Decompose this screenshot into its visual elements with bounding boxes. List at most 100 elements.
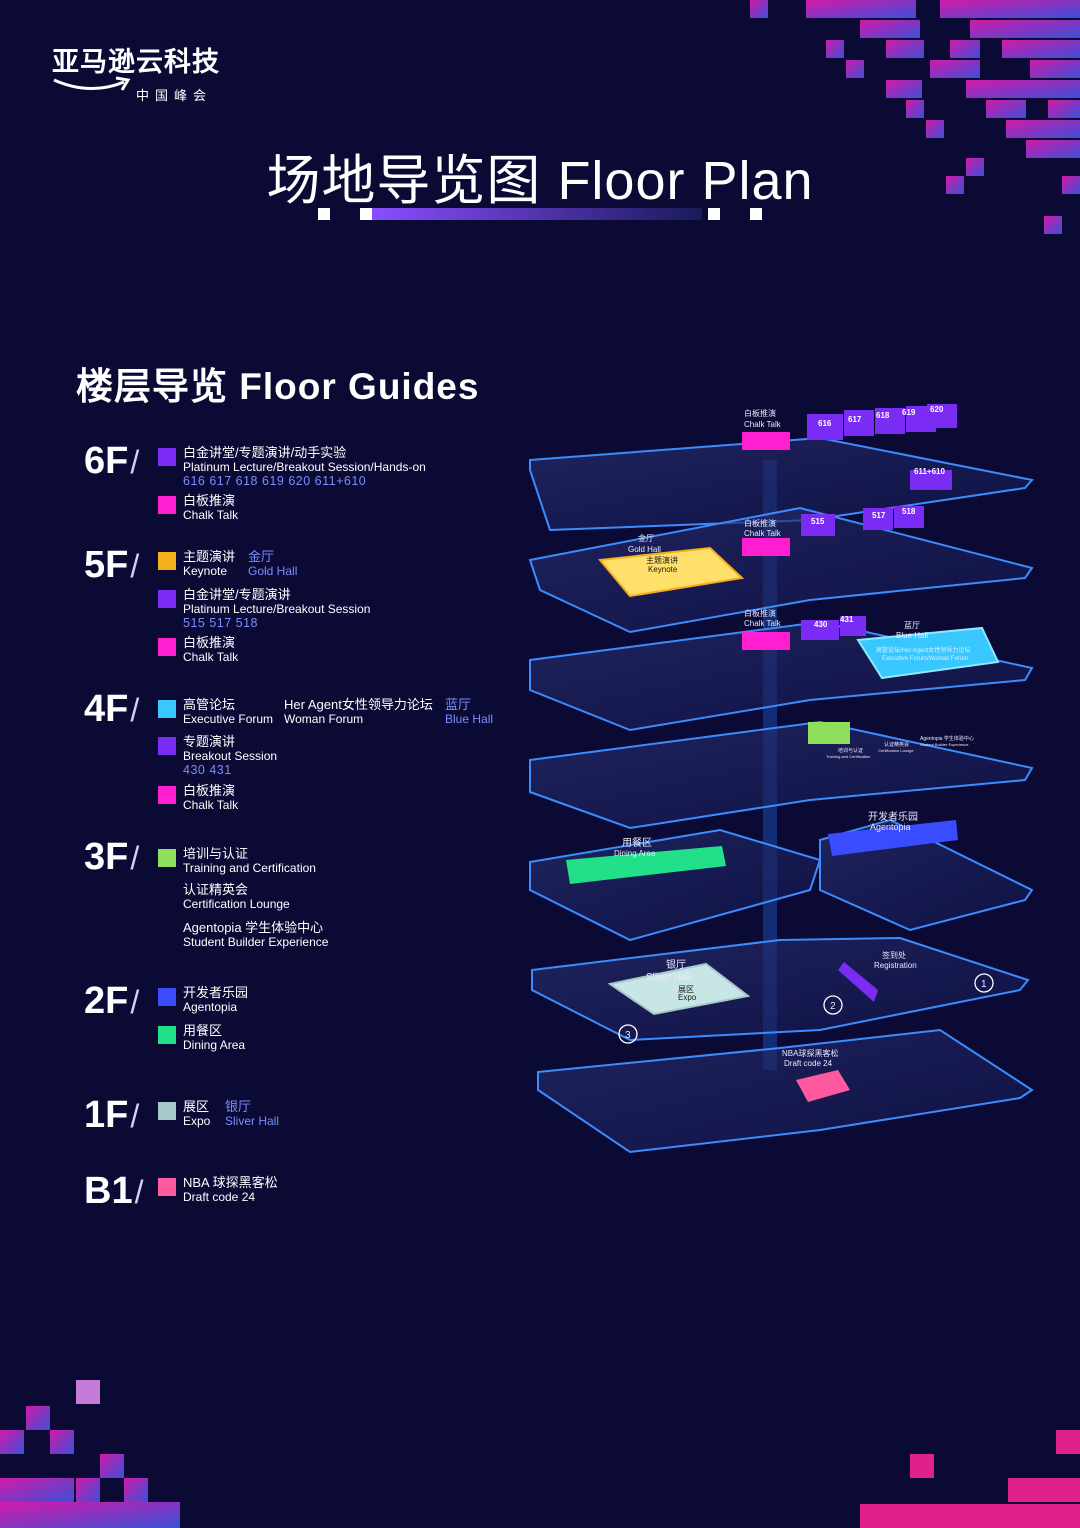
map-label: Dining Area — [614, 849, 656, 858]
legend-cn: 白金讲堂/专题演讲 — [183, 587, 291, 602]
legend-en: Agentopia — [183, 1000, 238, 1014]
slash-divider: / — [130, 840, 140, 876]
floor-3f-text: 3F — [84, 836, 129, 878]
forum-en: Woman Forum — [284, 712, 364, 726]
legend-cn: 展区 — [183, 1099, 210, 1114]
legend-en: Expo — [183, 1114, 211, 1128]
map-label: Expo — [678, 993, 697, 1002]
map-label: Agentopia — [870, 822, 911, 832]
floor-1f-text: 1F — [84, 1094, 129, 1136]
legend-en: Training and Certification — [183, 861, 316, 875]
room-label: 616 — [818, 419, 832, 428]
map-label: 用餐区 — [622, 836, 652, 849]
map-label: Training and Certification — [826, 754, 870, 759]
map-label: Keynote — [648, 565, 678, 574]
legend-en: Platinum Lecture/Breakout Session/Hands-… — [183, 460, 426, 474]
legend-cn: NBA 球探黑客松 — [183, 1175, 278, 1190]
room-617 — [844, 410, 874, 436]
map-label: Blue Hall — [896, 631, 928, 640]
magenta-swatch — [158, 638, 176, 656]
legend-cn: 白板推演 — [183, 635, 236, 650]
pixel-decoration-bottom-left — [0, 1380, 180, 1528]
map-label: Gold Hall — [628, 545, 661, 554]
magenta-swatch — [158, 496, 176, 514]
floor-1f-label: 1F/ — [84, 1094, 139, 1137]
hall-cn: 金厅 — [248, 549, 275, 564]
entrance-number: 1 — [981, 979, 987, 990]
pink-swatch — [158, 1178, 176, 1196]
room-5f-keynote-gold-hall — [598, 546, 745, 598]
legend-cn: 用餐区 — [183, 1023, 223, 1038]
room-4f-exec-blue-hall — [856, 626, 1000, 680]
map-label: Chalk Talk — [744, 529, 782, 538]
legend-en: Student Builder Experience — [183, 935, 329, 949]
blue-swatch — [158, 988, 176, 1006]
floor-guides-title: 楼层导览 Floor Guides — [76, 366, 480, 407]
map-label: 金厅 — [638, 533, 654, 543]
purple-swatch — [158, 448, 176, 466]
slash-divider: / — [130, 548, 140, 584]
map-label: 培训与认证 — [838, 747, 863, 754]
floor-plate-b1 — [537, 1028, 1034, 1154]
map-label: Chalk Talk — [744, 619, 782, 628]
room-4f-chalk — [742, 632, 790, 650]
map-label: 主题演讲 — [646, 555, 678, 565]
map-label: 蓝厅 — [904, 620, 920, 630]
room-430 — [801, 620, 839, 640]
room-label: 617 — [848, 415, 862, 424]
purple-swatch — [158, 590, 176, 608]
legend-cn: 专题演讲 — [183, 734, 236, 749]
title-underline-decoration — [318, 208, 762, 220]
map-label: Registration — [874, 961, 917, 970]
map-label: 白板推演 — [744, 608, 776, 618]
hall-en: Blue Hall — [445, 712, 494, 726]
slash-divider: / — [130, 984, 140, 1020]
floor-plate-6f — [529, 436, 1034, 532]
room-label: 431 — [840, 615, 854, 624]
map-label: Student Builder Experience — [920, 742, 969, 747]
floor-plate-1f — [531, 936, 1030, 1042]
room-518 — [894, 506, 924, 528]
legend-cn: 白板推演 — [183, 783, 236, 798]
legend-cn: 白金讲堂/专题演讲/动手实验 — [183, 445, 347, 460]
silver-swatch — [158, 1102, 176, 1120]
room-2f-agentopia — [828, 820, 958, 856]
floor-2f-text: 2F — [84, 980, 129, 1022]
room-label: 430 — [814, 620, 828, 629]
slash-divider: / — [134, 1174, 144, 1210]
room-3f-training — [808, 722, 850, 744]
hall-cn: 银厅 — [225, 1099, 252, 1114]
room-620 — [927, 404, 957, 428]
forum-cn: Her Agent女性领导力论坛 — [284, 697, 433, 712]
map-label: Executive Forum/Woman Forum — [882, 656, 968, 662]
map-label: 银厅 — [666, 958, 686, 971]
legend-cn: 认证精英会 — [183, 882, 249, 897]
map-label: 白板推演 — [744, 518, 776, 528]
room-618 — [875, 408, 905, 434]
floor-b1-text: B1 — [84, 1170, 133, 1212]
hall-cn: 蓝厅 — [445, 697, 472, 712]
legend-en: Platinum Lecture/Breakout Session — [183, 602, 371, 616]
gold-swatch — [158, 552, 176, 570]
registration-desk — [838, 962, 878, 1002]
brand-logo: 亚马逊云科技 中国峰会 — [52, 40, 220, 104]
floor-5f-label: 5F/ — [84, 544, 139, 587]
floor-5f-text: 5F — [84, 544, 129, 586]
room-label: 517 — [872, 511, 886, 520]
entrance-3-icon — [618, 1024, 638, 1044]
legend-cn: 白板推演 — [183, 493, 236, 508]
map-label: Certification Lounge — [878, 748, 914, 753]
slash-divider: / — [130, 1098, 140, 1134]
floor-b1-label: B1/ — [84, 1170, 143, 1213]
floor-plate-5f — [528, 506, 1034, 634]
map-label: 高管论坛/Her Agent女性领导力论坛 — [876, 646, 970, 654]
emerald-swatch — [158, 1026, 176, 1044]
room-label: 515 — [811, 517, 825, 526]
legend-en: Chalk Talk — [183, 798, 239, 812]
floor-6f-label: 6F/ — [84, 440, 139, 483]
legend-en: Chalk Talk — [183, 650, 239, 664]
legend-en: Draft code 24 — [183, 1190, 256, 1204]
hall-en: Sliver Hall — [225, 1114, 280, 1128]
floor-4f-text: 4F — [84, 688, 129, 730]
room-611-610 — [910, 470, 952, 490]
